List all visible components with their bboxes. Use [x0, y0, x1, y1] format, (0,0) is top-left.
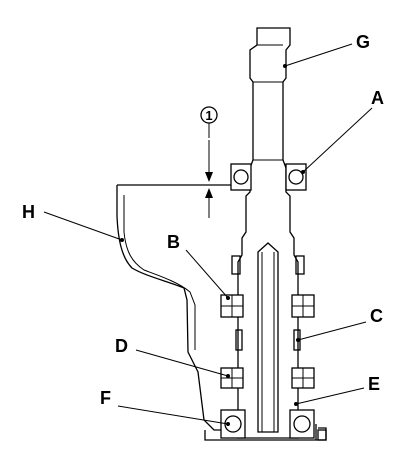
callout-a: A: [371, 88, 384, 108]
dimension-marker-1: 1: [200, 106, 218, 218]
callout-e: E: [368, 374, 380, 394]
callout-labels: G A H B C D E F: [22, 32, 384, 408]
bearing-bottom: [204, 409, 327, 441]
bearing-b: [220, 294, 315, 318]
bearing-d: [220, 367, 315, 389]
callout-b: B: [167, 232, 180, 252]
callout-f: F: [100, 388, 111, 408]
housing-outline: [116, 184, 240, 431]
callout-d: D: [115, 336, 128, 356]
bearing-top: [230, 163, 307, 191]
callout-g: G: [356, 32, 370, 52]
spacer-c: [235, 329, 301, 351]
callout-h: H: [22, 202, 35, 222]
dimension-marker-label: 1: [205, 108, 212, 123]
leader-lines: [43, 43, 373, 426]
callout-c: C: [370, 306, 383, 326]
